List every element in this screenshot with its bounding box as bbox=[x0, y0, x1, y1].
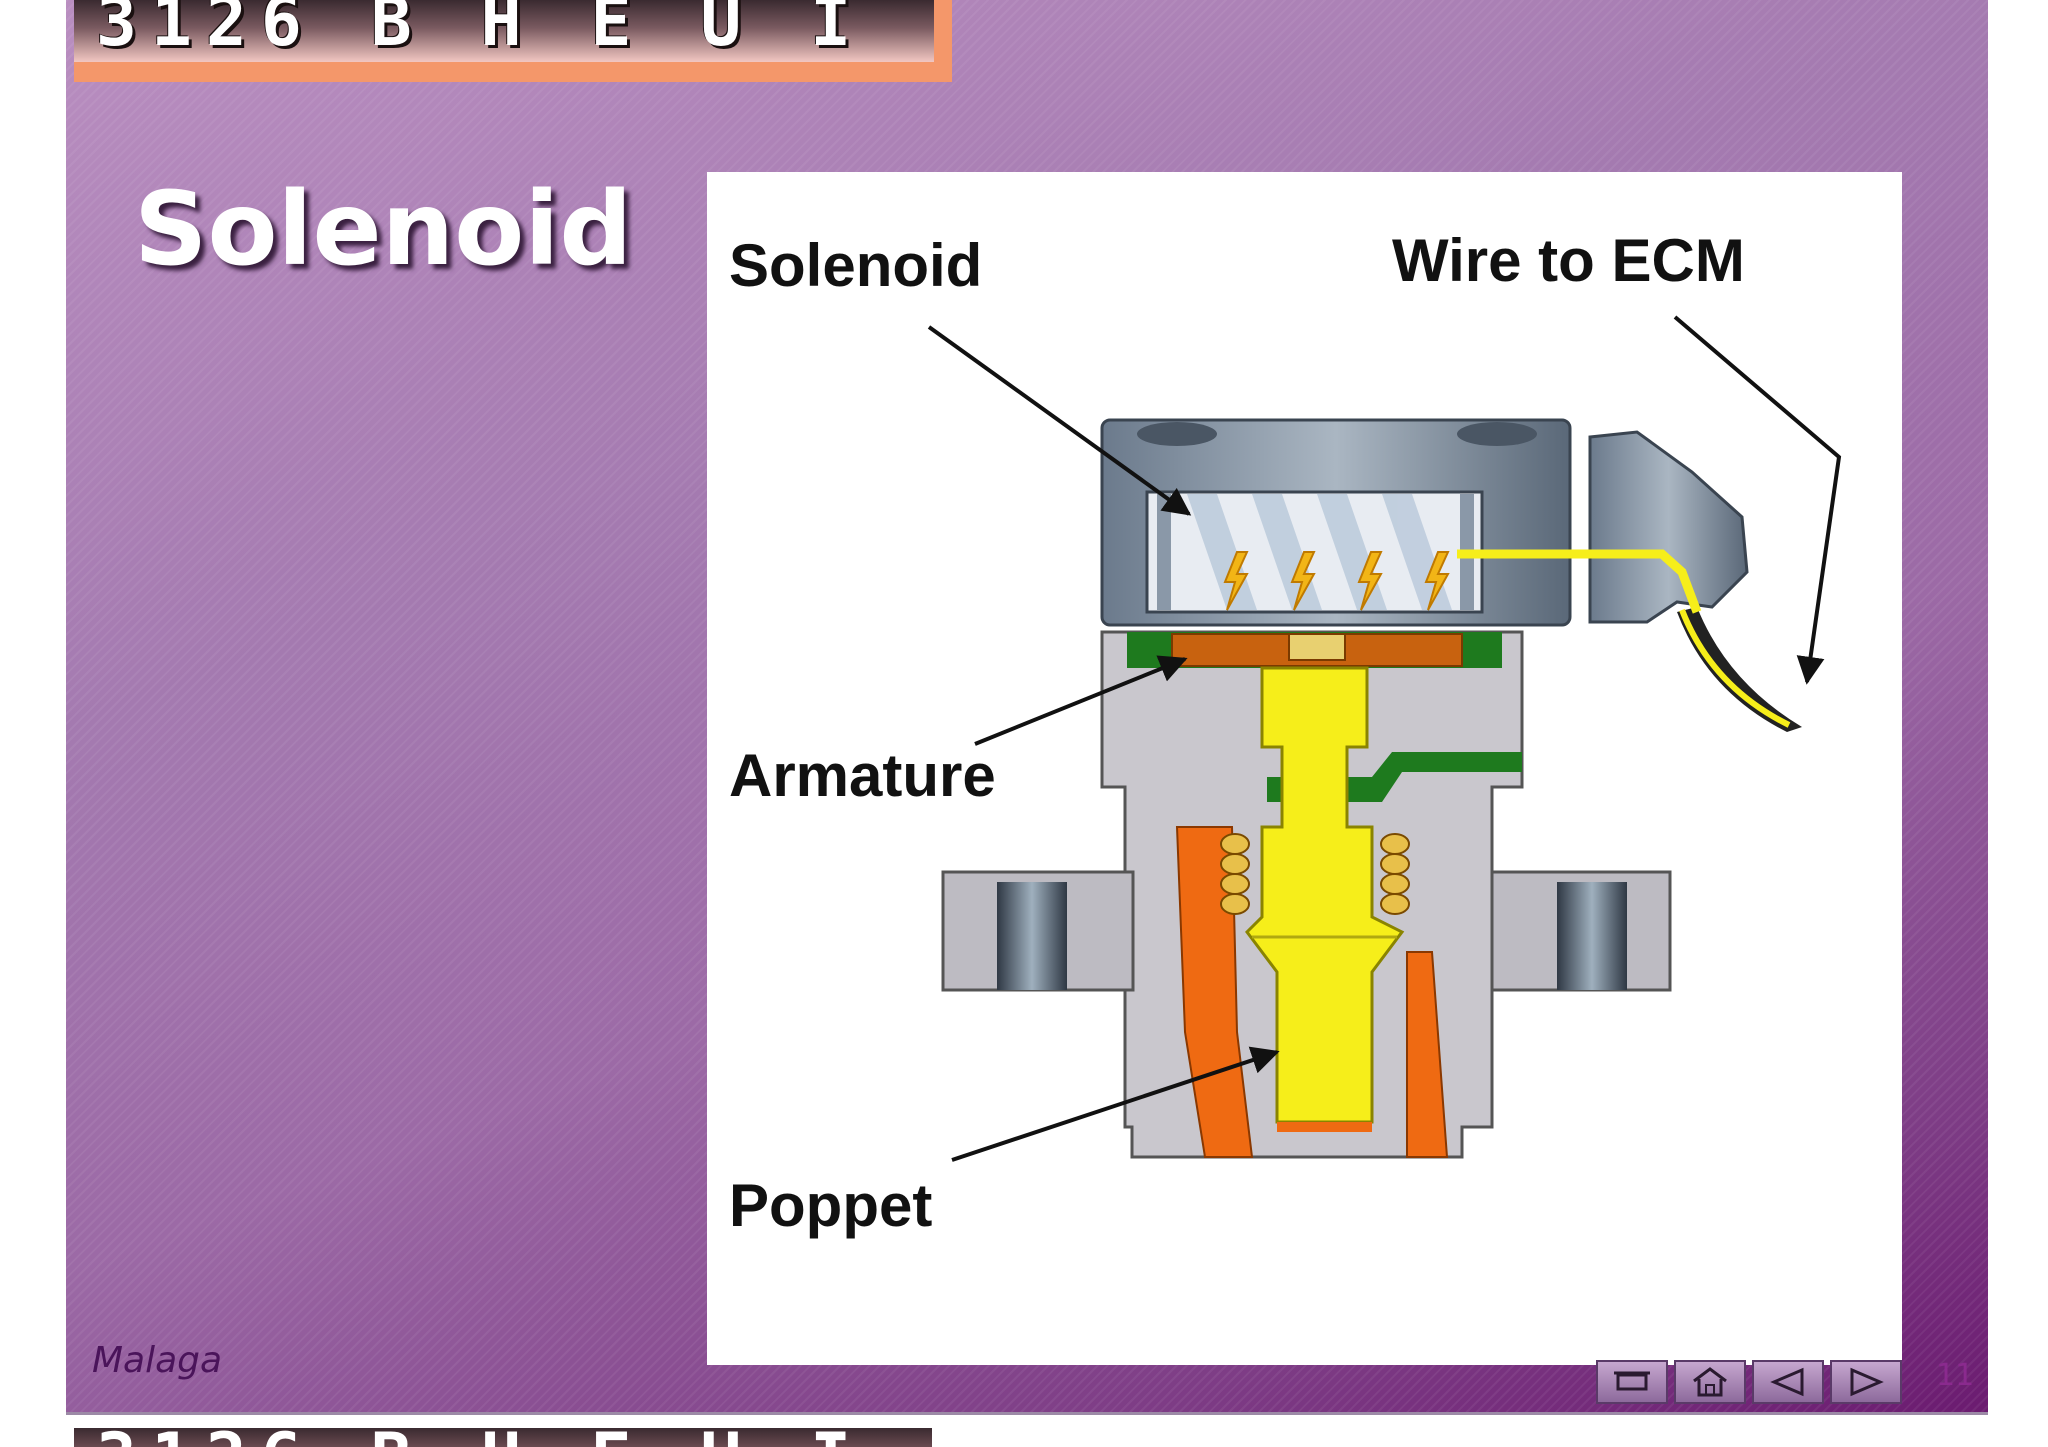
page-number: 11 bbox=[1936, 1358, 1975, 1393]
solenoid-housing bbox=[1100, 418, 1702, 627]
slide-title: Solenoid bbox=[134, 170, 633, 289]
connector bbox=[1588, 430, 1802, 732]
bottom-divider bbox=[66, 1412, 1988, 1415]
previous-slide-button[interactable] bbox=[1752, 1360, 1824, 1404]
home-icon bbox=[1693, 1367, 1727, 1397]
home-button[interactable] bbox=[1674, 1360, 1746, 1404]
header-bar bbox=[74, 0, 952, 82]
bottom-header-bar bbox=[74, 1428, 932, 1447]
next-icon bbox=[1850, 1367, 1884, 1397]
end-show-icon bbox=[1614, 1371, 1650, 1391]
leader-arrows bbox=[927, 315, 1842, 1162]
valve-body bbox=[941, 630, 1672, 1159]
header-title: 3126 B H E U I bbox=[96, 0, 866, 62]
solenoid-diagram: Solenoid Wire to ECM Armature Poppet bbox=[707, 172, 1902, 1365]
label-solenoid: Solenoid bbox=[729, 232, 983, 299]
diagram-drawing bbox=[927, 315, 1842, 1162]
bottom-header-title: 3126 B H E U I bbox=[96, 1424, 865, 1447]
label-wire-to-ecm: Wire to ECM bbox=[1392, 227, 1745, 294]
footer-brand: Malaga bbox=[92, 1340, 223, 1381]
label-armature: Armature bbox=[729, 742, 996, 809]
end-show-button[interactable] bbox=[1596, 1360, 1668, 1404]
previous-icon bbox=[1770, 1367, 1804, 1397]
label-poppet: Poppet bbox=[729, 1172, 933, 1239]
next-slide-button[interactable] bbox=[1830, 1360, 1902, 1404]
